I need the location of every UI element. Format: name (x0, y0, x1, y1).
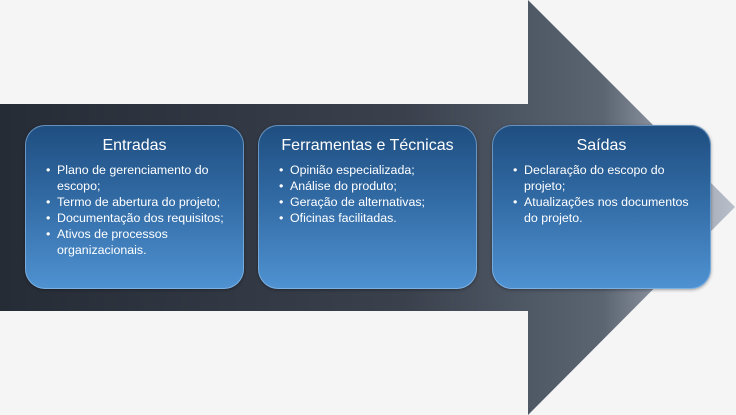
list-item: Atualizações nos documentos do projeto. (513, 194, 701, 226)
list-item: Termo de abertura do projeto; (46, 194, 234, 210)
outputs-list: Declaração do escopo do projeto; Atualiz… (502, 162, 701, 226)
list-item: Geração de alternativas; (279, 194, 467, 210)
inputs-list: Plano de gerenciamento do escopo; Termo … (35, 162, 234, 258)
outputs-title: Saídas (576, 137, 627, 154)
tools-title: Ferramentas e Técnicas (281, 137, 454, 154)
list-item: Oficinas facilitadas. (279, 210, 467, 226)
outputs-box: Saídas Declaração do escopo do projeto; … (492, 125, 711, 289)
inputs-box: Entradas Plano de gerenciamento do escop… (25, 125, 244, 289)
list-item: Análise do produto; (279, 178, 467, 194)
list-item: Plano de gerenciamento do escopo; (46, 162, 234, 194)
list-item: Ativos de processos organizacionais. (46, 226, 234, 258)
tools-list: Opinião especializada; Análise do produt… (268, 162, 467, 226)
list-item: Declaração do escopo do projeto; (513, 162, 701, 194)
inputs-title: Entradas (102, 137, 167, 154)
list-item: Opinião especializada; (279, 162, 467, 178)
tools-techniques-box: Ferramentas e Técnicas Opinião especiali… (258, 125, 477, 289)
list-item: Documentação dos requisitos; (46, 210, 234, 226)
